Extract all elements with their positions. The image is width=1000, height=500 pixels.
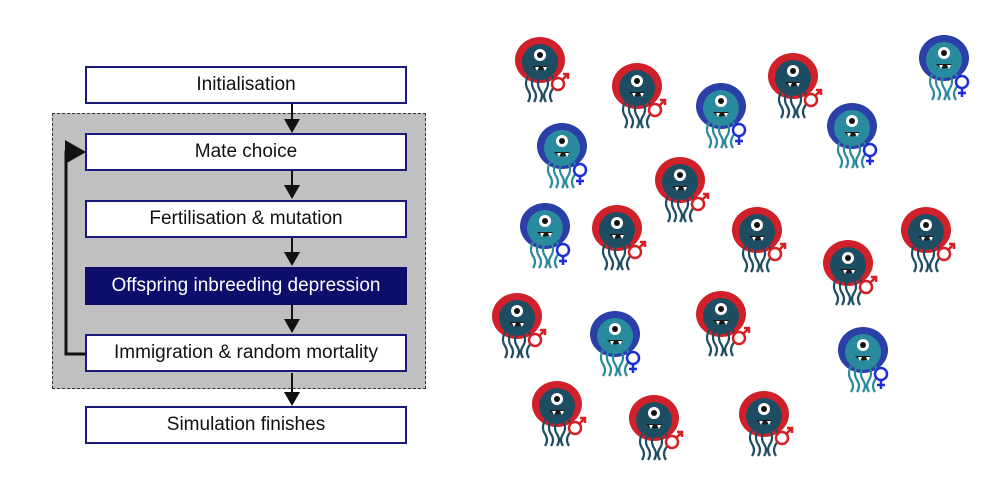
male-symbol-icon: [527, 328, 547, 348]
step-simulation-finishes: Simulation finishes: [85, 406, 407, 444]
population-illustration: [492, 35, 970, 461]
female-symbol-icon: [625, 350, 641, 373]
female-creature-icon: [838, 327, 889, 393]
male-creature-icon: [592, 205, 647, 271]
male-symbol-icon: [550, 72, 570, 92]
female-creature-icon: [827, 103, 878, 169]
female-symbol-icon: [731, 122, 747, 145]
flow-arrows: [64, 104, 300, 406]
male-creature-icon: [612, 63, 667, 129]
loop-back-arrow: [64, 140, 87, 356]
male-symbol-icon: [858, 275, 878, 295]
step-initialisation: Initialisation: [85, 66, 407, 104]
female-creature-icon: [537, 123, 588, 189]
male-creature-icon: [732, 207, 787, 273]
male-creature-icon: [696, 291, 751, 357]
step-mate-choice: Mate choice: [85, 133, 407, 171]
female-symbol-icon: [873, 366, 889, 389]
male-symbol-icon: [647, 98, 667, 118]
female-symbol-icon: [862, 142, 878, 165]
male-symbol-icon: [731, 326, 751, 346]
male-creature-icon: [532, 381, 587, 447]
step-immigration-mortality: Immigration & random mortality: [85, 334, 407, 372]
male-creature-icon: [629, 395, 684, 461]
female-creature-icon: [520, 203, 571, 269]
step-fertilisation-mutation: Fertilisation & mutation: [85, 200, 407, 238]
male-symbol-icon: [627, 240, 647, 260]
female-symbol-icon: [555, 242, 571, 265]
male-creature-icon: [655, 157, 710, 223]
male-creature-icon: [515, 37, 570, 103]
male-creature-icon: [492, 293, 547, 359]
male-symbol-icon: [774, 426, 794, 446]
step-offspring-inbreeding-depression: Offspring inbreeding depression: [85, 267, 407, 305]
female-symbol-icon: [572, 162, 588, 185]
male-creature-icon: [768, 53, 823, 119]
male-creature-icon: [823, 240, 878, 306]
male-symbol-icon: [567, 416, 587, 436]
male-symbol-icon: [690, 192, 710, 212]
male-creature-icon: [739, 391, 794, 457]
male-symbol-icon: [767, 242, 787, 262]
female-creature-icon: [919, 35, 970, 101]
female-creature-icon: [590, 311, 641, 377]
male-creature-icon: [901, 207, 956, 273]
female-creature-icon: [696, 83, 747, 149]
male-symbol-icon: [664, 430, 684, 450]
female-symbol-icon: [954, 74, 970, 97]
male-symbol-icon: [803, 88, 823, 108]
male-symbol-icon: [936, 242, 956, 262]
